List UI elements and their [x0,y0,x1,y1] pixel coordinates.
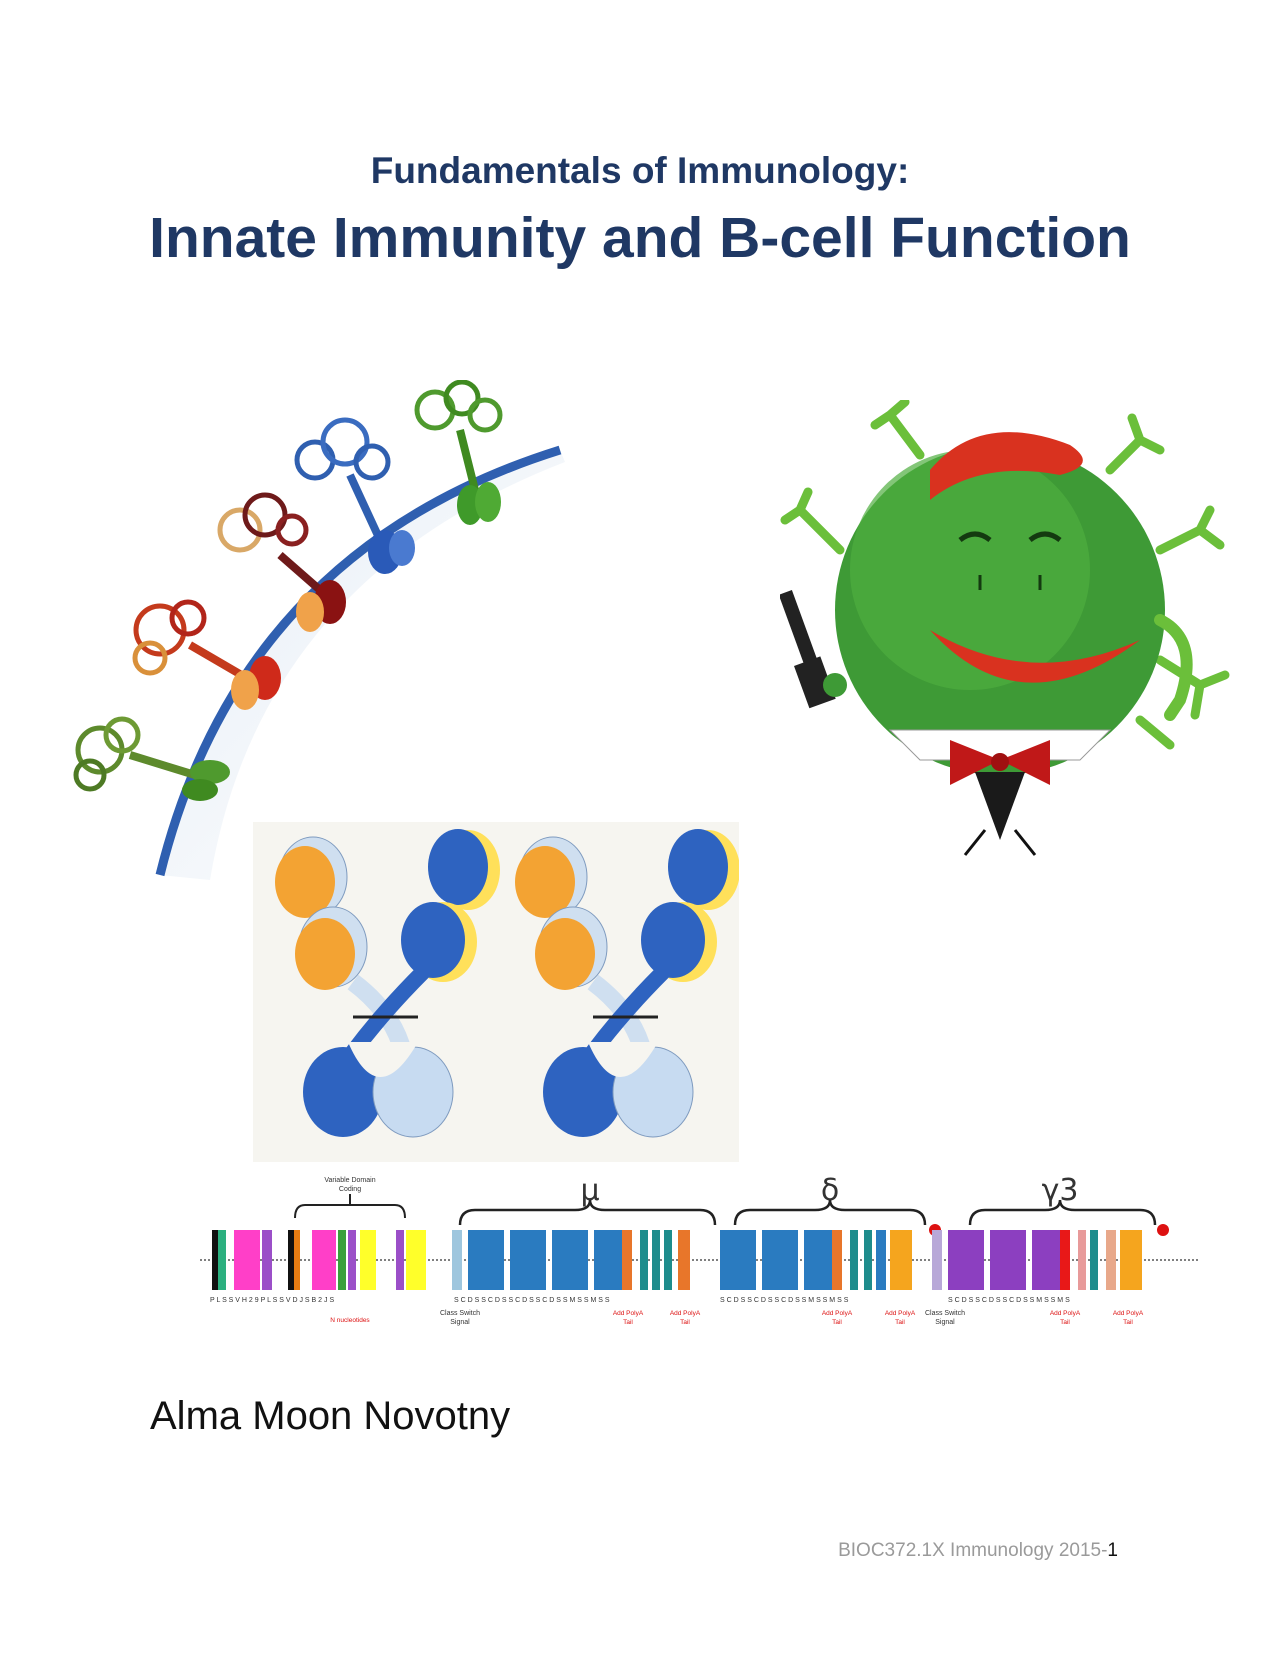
svg-text:Add PolyA: Add PolyA [822,1310,853,1317]
green-receptor-icon [73,716,230,801]
pistol-icon [780,590,847,709]
svg-text:Add PolyA: Add PolyA [613,1310,644,1317]
svg-text:Add PolyA: Add PolyA [885,1310,916,1317]
cover-subtitle: Fundamentals of Immunology: [370,150,910,191]
signal-label-2: Signal [935,1319,955,1326]
svg-text:Tail: Tail [680,1319,690,1326]
svg-text:Tail: Tail [1123,1319,1133,1326]
segment-labels-mu: S C D S S C D S S C D S S C D S S M S S … [454,1297,610,1304]
svg-text:Tail: Tail [895,1319,905,1326]
antibody-left-icon [275,829,500,1138]
variable-domain-label: Variable Domain [324,1177,375,1184]
red-receptor-icon [132,599,281,710]
antibody-right-icon [515,829,739,1138]
membrane-receptors-illustration [73,380,565,880]
svg-text:Tail: Tail [623,1319,633,1326]
class-switch-label-1: Class Switch [440,1310,480,1317]
delta-segments [720,1230,912,1290]
antibody-pair-illustration [253,822,739,1162]
author-name: Alma Moon Novotny [150,1394,511,1438]
segment-labels-delta: S C D S S C D S S C D S S M S S M S S [720,1297,849,1304]
gamma3-segments [932,1230,1142,1290]
heavy-chain-gene-map: Variable Domain Coding μ δ γ3 [200,1173,1200,1326]
class-switch-label-2: Class Switch [925,1310,965,1317]
maroon-receptor-icon [217,492,346,632]
mu-label: μ [580,1173,599,1208]
variable-domain-label-2: Coding [339,1186,361,1193]
polya-annotations: Add PolyA Tail Add PolyA Tail Add PolyA … [613,1310,1144,1326]
svg-text:Add PolyA: Add PolyA [1113,1310,1144,1317]
footer-course: BIOC372.1X Immunology 2015- [838,1540,1108,1561]
green-receptor-top-icon [414,380,503,525]
signal-label-1: Signal [450,1319,470,1326]
bcell-agent-cartoon [780,400,1230,856]
page-footer: BIOC372.1X Immunology 2015-1 [838,1540,1118,1562]
page-number: 1 [1107,1540,1118,1561]
svg-text:Add PolyA: Add PolyA [1050,1310,1081,1317]
variable-segments [212,1230,426,1290]
svg-text:Tail: Tail [1060,1319,1070,1326]
delta-label: δ [821,1173,839,1208]
segment-labels-left: P L S S V H 2 9 P L S S V D J S B 2 J S [210,1297,334,1304]
svg-text:Add PolyA: Add PolyA [670,1310,701,1317]
segment-labels-gamma: S C D S S C D S S C D S S M S S M S [948,1297,1070,1304]
svg-text:Tail: Tail [832,1319,842,1326]
n-nucleotides-label: N nucleotides [330,1317,370,1324]
mu-segments [452,1230,690,1290]
blue-receptor-icon [294,417,415,574]
cover-title: Innate Immunity and B-cell Function [149,206,1131,270]
